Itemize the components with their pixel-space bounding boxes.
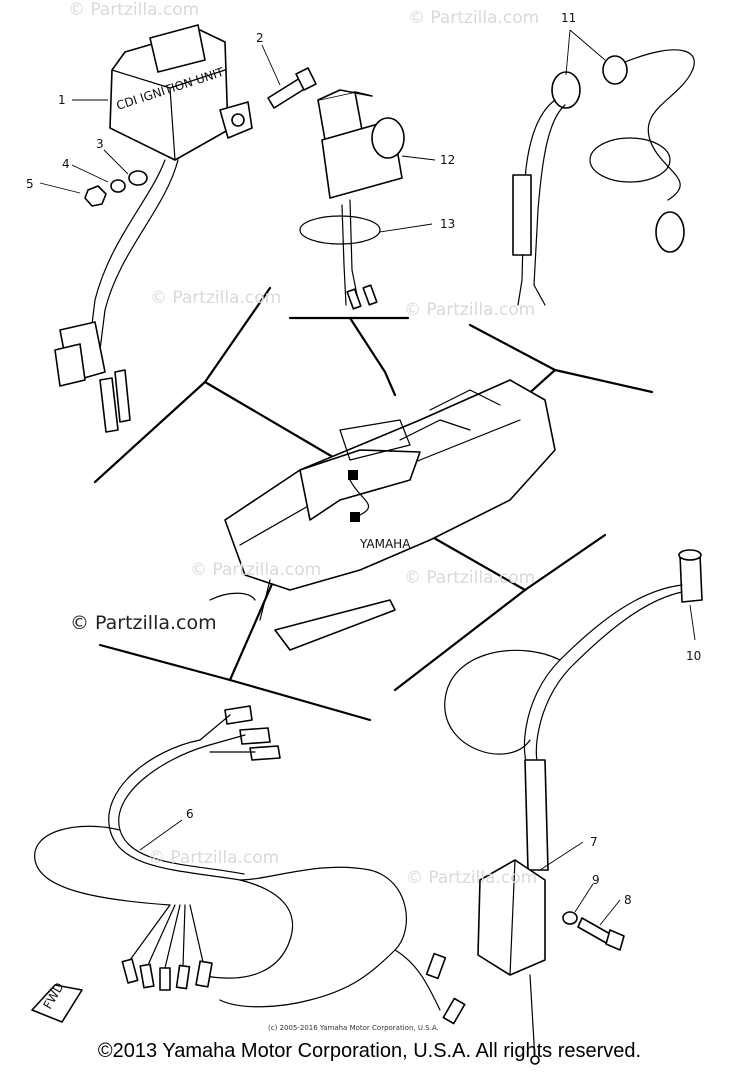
watermark: © Partzilla.com (150, 288, 282, 308)
fine-print: (c) 2005-2016 Yamaha Motor Corporation, … (268, 1024, 439, 1032)
washer-3 (128, 170, 148, 186)
harness-connectors (121, 952, 466, 1025)
sled-brand: YAMAHA (359, 537, 411, 551)
watermark-main: © Partzilla.com (70, 612, 217, 634)
cdi-ignition-unit: CDI IGNITION UNIT (54, 24, 253, 433)
fwd-arrow: FWD (31, 980, 83, 1023)
watermark: © Partzilla.com (404, 568, 536, 588)
washer-9 (562, 911, 578, 925)
snowmobile: YAMAHA (209, 379, 556, 651)
part-label-13: 13 (440, 217, 455, 231)
part-label-6: 6 (186, 807, 194, 821)
watermark: © Partzilla.com (406, 868, 538, 888)
watermark: © Partzilla.com (148, 848, 280, 868)
part-label-9: 9 (592, 873, 600, 887)
ignition-coil-7 (477, 759, 549, 1065)
part-label-4: 4 (62, 157, 70, 171)
part-label-10: 10 (686, 649, 701, 663)
nut-5 (84, 185, 107, 207)
part-label-5: 5 (26, 177, 34, 191)
watermark: © Partzilla.com (404, 300, 536, 320)
clamp-13 (299, 199, 381, 310)
part-label-1: 1 (58, 93, 66, 107)
watermark: © Partzilla.com (408, 8, 540, 28)
part-label-7: 7 (590, 835, 598, 849)
part-label-12: 12 (440, 153, 455, 167)
bolt-8 (577, 917, 625, 951)
switch-12 (317, 89, 405, 199)
plug-cap-10 (444, 549, 703, 771)
copyright-notice: ©2013 Yamaha Motor Corporation, U.S.A. A… (97, 1040, 642, 1062)
watermark: © Partzilla.com (190, 560, 322, 580)
watermark: © Partzilla.com (68, 0, 200, 20)
part-number-labels: 1 2 3 4 5 6 7 8 9 10 11 12 13 (26, 11, 701, 907)
leader-lines (39, 29, 696, 926)
bolt-2 (267, 67, 317, 109)
part-label-11: 11 (561, 11, 576, 25)
part-label-3: 3 (96, 137, 104, 151)
wiring-harness-6 (34, 705, 466, 1025)
part-label-2: 2 (256, 31, 264, 45)
sensor-cable-11 (512, 49, 695, 306)
washer-4 (110, 179, 126, 193)
part-label-8: 8 (624, 893, 632, 907)
